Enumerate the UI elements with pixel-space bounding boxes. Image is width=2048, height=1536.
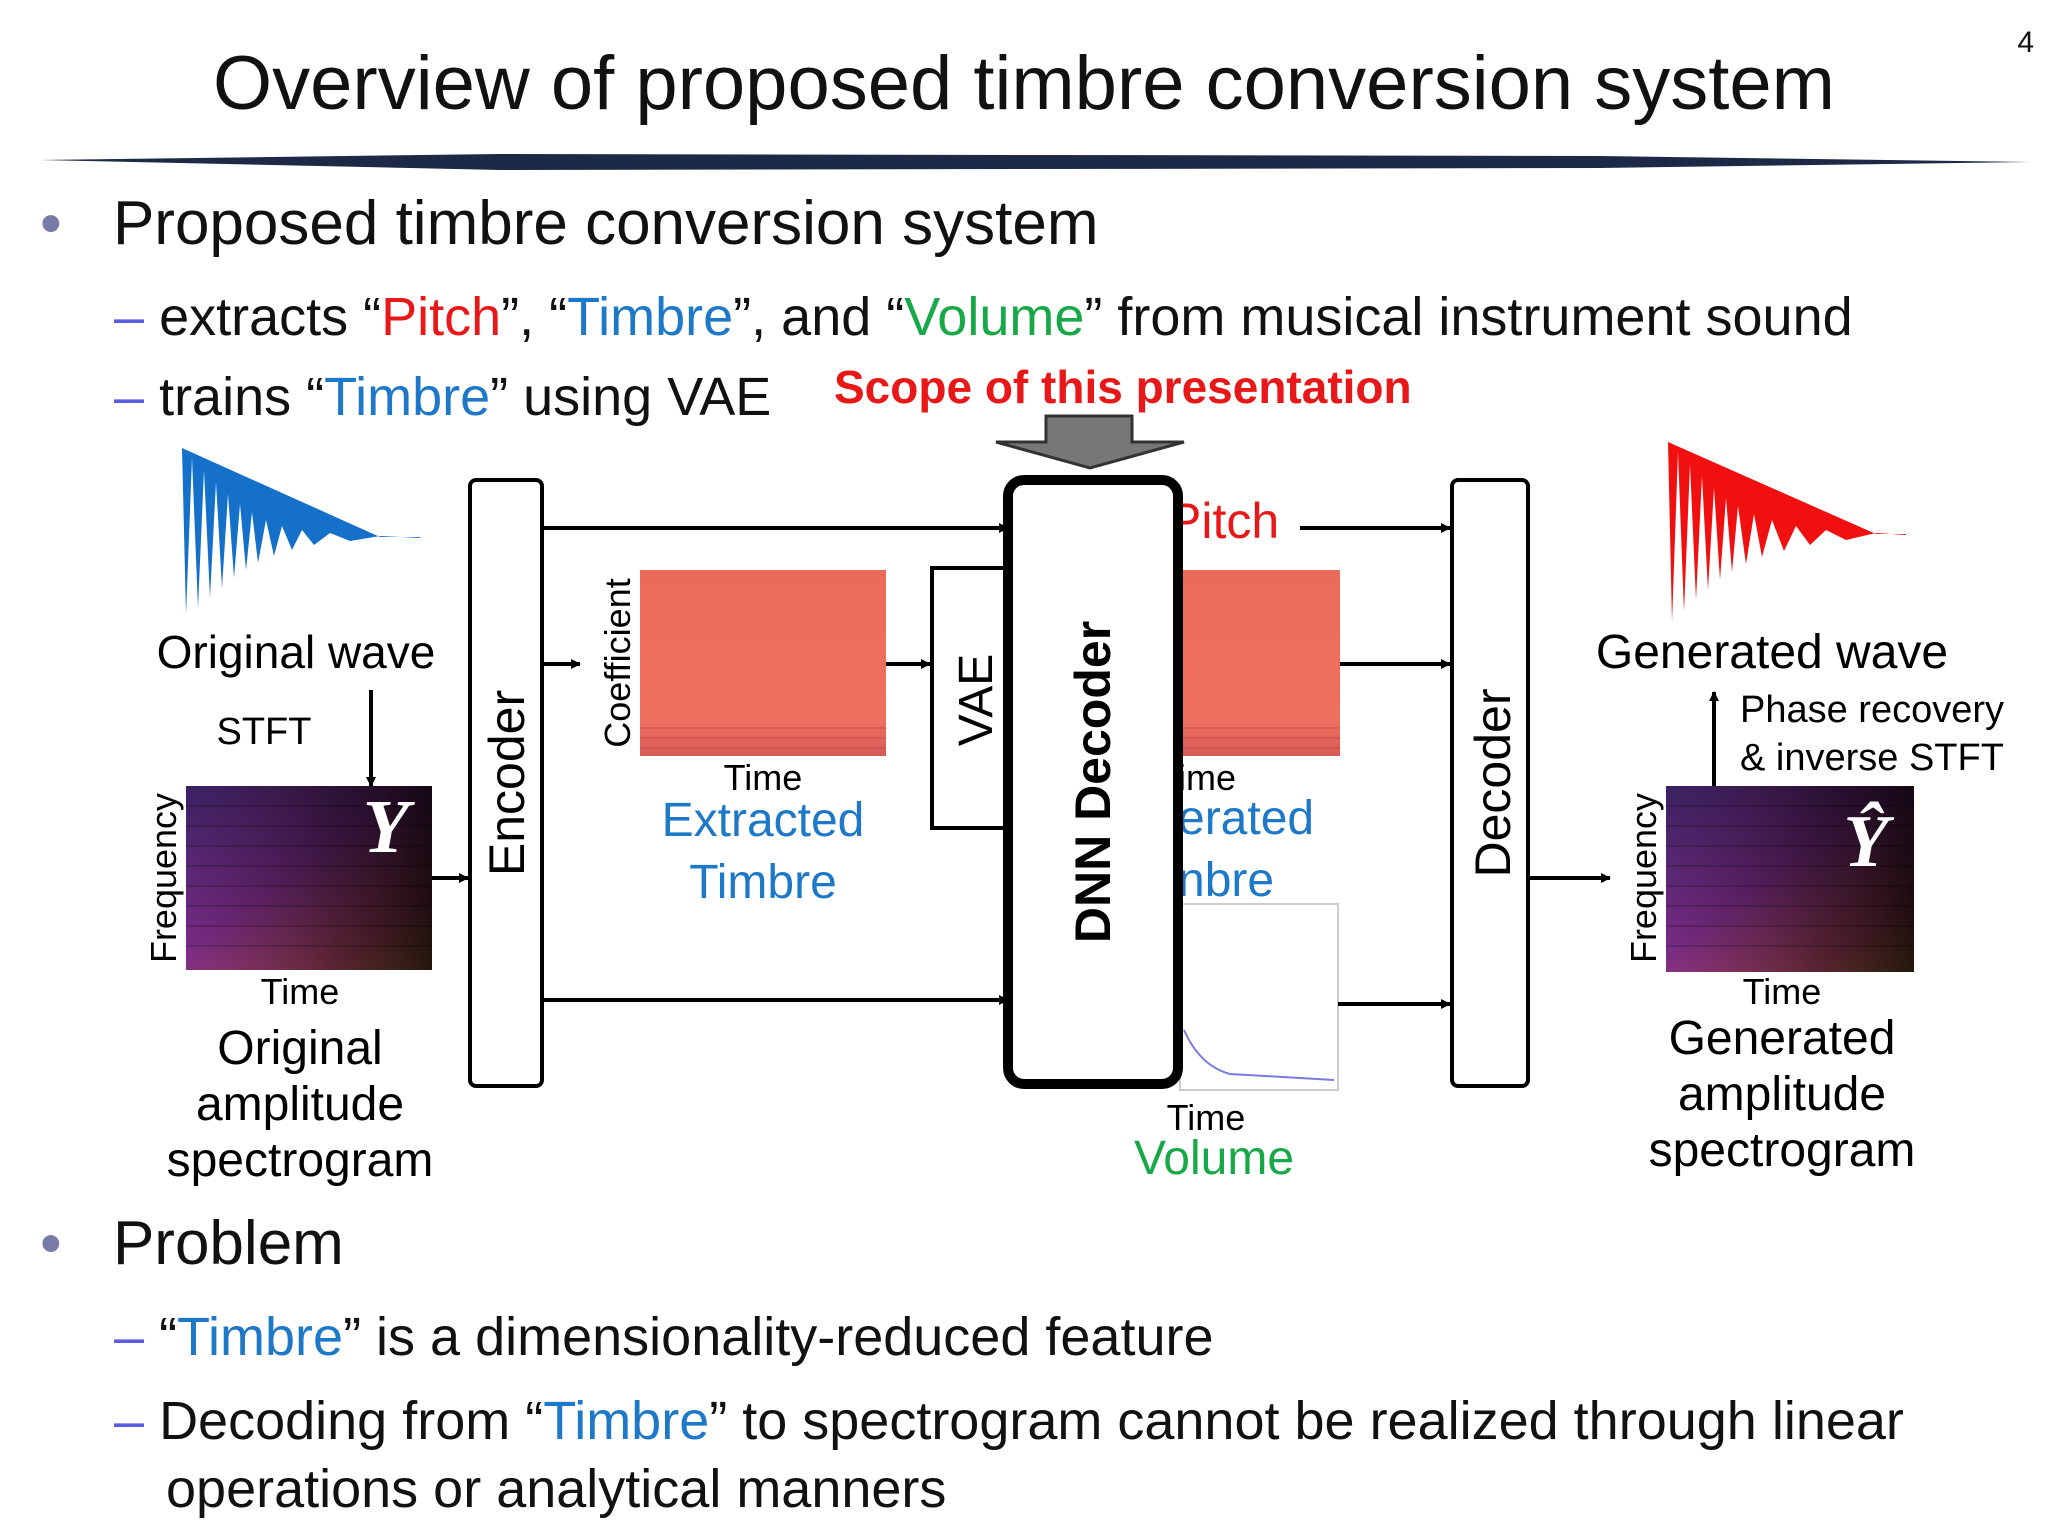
time-axis-label-partial: ime <box>1178 757 1236 798</box>
phase-recovery-label-1: Phase recovery <box>1740 689 2004 731</box>
phase-recovery-label-2: & inverse STFT <box>1740 737 2004 779</box>
generated-timbre-label-2: nbre <box>1178 854 1274 907</box>
text: “ <box>159 1307 178 1367</box>
generated-spec-label-3: spectrogram <box>1649 1124 1916 1177</box>
text: ” is a dimensionality-reduced feature <box>343 1307 1214 1367</box>
text: ”, and “ <box>733 287 905 347</box>
spectrogram-lines <box>186 805 432 947</box>
original-waveform <box>182 448 420 615</box>
vae-box <box>930 566 1010 830</box>
generated-timbre-label-1: erated <box>1178 792 1314 845</box>
vae-label: VAE <box>950 654 1003 746</box>
text: trains “ <box>159 367 325 427</box>
volume-word: Volume <box>904 287 1085 347</box>
timbre-rows <box>640 727 886 749</box>
page-number: 4 <box>2017 26 2034 59</box>
scope-arrow <box>995 414 1185 470</box>
stft-label: STFT <box>217 711 312 753</box>
frequency-axis-label: Frequency <box>1623 793 1664 963</box>
decoder-label: Decoder <box>1465 689 1521 878</box>
spectrogram-shade <box>186 786 432 970</box>
time-axis-label: Time <box>261 971 340 1012</box>
time-axis-label: Time <box>1167 1097 1246 1138</box>
decoder-box <box>1450 478 1530 1088</box>
pitch-word: Pitch <box>381 287 502 347</box>
extracted-timbre-label-1: Extracted <box>662 794 865 847</box>
timbre-word: Timbre <box>567 287 734 347</box>
slide-title: Overview of proposed timbre conversion s… <box>213 41 1835 126</box>
scope-label: Scope of this presentation <box>834 361 1412 413</box>
dnn-decoder-box <box>1003 475 1183 1089</box>
encoder-box <box>468 478 544 1088</box>
spectrogram-lines <box>1666 805 1914 947</box>
generated-wave-label: Generated wave <box>1596 626 1948 679</box>
text: ” using VAE <box>490 367 772 427</box>
text: ” to spectrogram cannot be realized thro… <box>709 1391 1904 1451</box>
text: Decoding from “ <box>159 1391 544 1451</box>
original-spec-label-1: Original <box>217 1022 382 1075</box>
volume-label: Volume <box>1134 1132 1294 1185</box>
bullet-dot: • <box>40 1209 62 1278</box>
sub-bullet-extracts: – extracts “Pitch”, “Timbre”, and “Volum… <box>114 286 1853 348</box>
bullet-dot: • <box>40 189 62 258</box>
encoder-label: Encoder <box>479 690 535 876</box>
dash-marker: – <box>114 287 145 347</box>
original-wave-label: Original wave <box>157 626 436 678</box>
y-hat-symbol: Ŷ <box>1843 801 1894 883</box>
coefficient-axis-label: Coefficient <box>597 578 638 747</box>
generated-spec-label-2: amplitude <box>1678 1068 1886 1121</box>
sub-bullet-trains: – trains “Timbre” using VAE <box>114 366 771 428</box>
generated-spec-label-1: Generated <box>1669 1012 1896 1065</box>
extracted-timbre-image <box>640 570 886 756</box>
text: ” from musical instrument sound <box>1084 287 1853 347</box>
time-axis-label: Time <box>1743 971 1822 1012</box>
timbre-word: Timbre <box>324 367 491 427</box>
spectrogram-shade <box>1666 786 1914 972</box>
bullet-proposed-system: • Proposed timbre conversion system <box>40 188 1098 259</box>
extracted-timbre-label-2: Timbre <box>689 856 837 909</box>
bullet-heading: Problem <box>112 1209 344 1278</box>
timbre-word: Timbre <box>543 1391 710 1451</box>
volume-plot <box>1179 903 1339 1091</box>
original-spec-label-2: amplitude <box>196 1078 404 1131</box>
text: extracts “ <box>159 287 382 347</box>
generated-timbre-rows <box>1180 727 1340 749</box>
sub-bullet-decoding: – Decoding from “Timbre” to spectrogram … <box>114 1390 1904 1452</box>
dnn-decoder-label: DNN Decoder <box>1065 621 1121 943</box>
bullet-problem: • Problem <box>40 1208 344 1279</box>
bullet-heading: Proposed timbre conversion system <box>112 189 1099 258</box>
timbre-word: Timbre <box>177 1307 344 1367</box>
title-rule <box>40 154 2030 170</box>
y-symbol: Y <box>363 785 416 869</box>
time-axis-label: Time <box>724 757 803 798</box>
generated-waveform <box>1668 442 1906 622</box>
original-spec-label-3: spectrogram <box>167 1134 434 1187</box>
text: ”, “ <box>501 287 568 347</box>
pitch-label: Pitch <box>1168 493 1279 549</box>
dash-marker: – <box>114 1307 145 1367</box>
sub-bullet-decoding-cont: operations or analytical manners <box>166 1459 947 1519</box>
volume-curve <box>1183 1029 1335 1081</box>
generated-timbre-image <box>1180 570 1340 756</box>
dash-marker: – <box>114 367 145 427</box>
sub-bullet-dimensionality: – “Timbre” is a dimensionality-reduced f… <box>114 1306 1214 1368</box>
dash-marker: – <box>114 1391 145 1451</box>
frequency-axis-label: Frequency <box>143 793 184 963</box>
